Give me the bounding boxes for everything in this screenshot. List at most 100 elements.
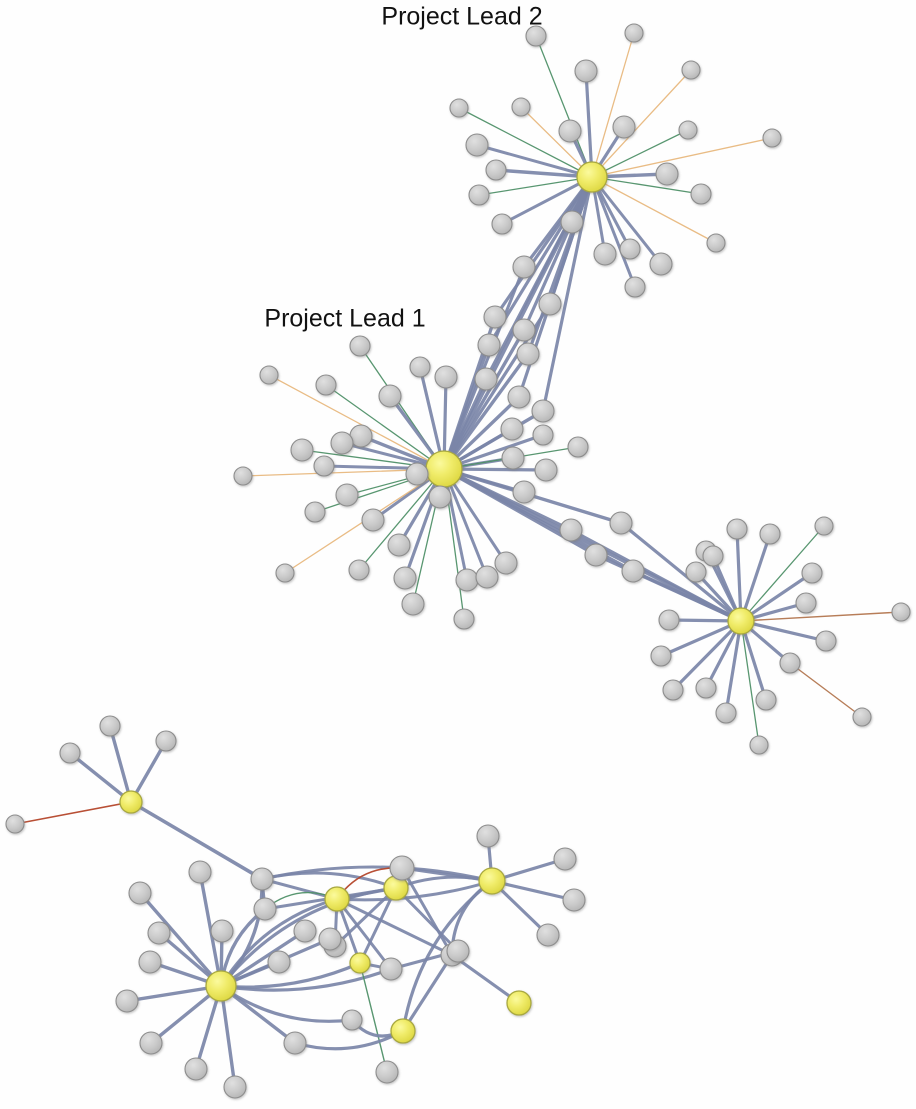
graph-leaf-node[interactable] <box>649 252 673 276</box>
graph-leaf-node[interactable] <box>501 446 525 470</box>
graph-leaf-node[interactable] <box>759 523 781 545</box>
graph-leaf-node[interactable] <box>401 592 425 616</box>
graph-leaf-node[interactable] <box>59 742 81 764</box>
graph-leaf-node[interactable] <box>293 919 317 943</box>
graph-leaf-node[interactable] <box>259 365 279 385</box>
graph-leaf-node[interactable] <box>476 824 500 848</box>
graph-leaf-node[interactable] <box>428 485 452 509</box>
graph-leaf-node[interactable] <box>491 213 513 235</box>
graph-leaf-node[interactable] <box>584 543 608 567</box>
graph-leaf-node[interactable] <box>852 707 872 727</box>
graph-leaf-node[interactable] <box>253 897 277 921</box>
graph-leaf-node[interactable] <box>405 462 429 486</box>
graph-leaf-node[interactable] <box>335 483 359 507</box>
graph-leaf-node[interactable] <box>685 561 707 583</box>
graph-hub-node[interactable] <box>425 450 463 488</box>
graph-leaf-node[interactable] <box>655 162 679 186</box>
graph-leaf-node[interactable] <box>593 242 617 266</box>
graph-leaf-node[interactable] <box>434 365 458 389</box>
graph-leaf-node[interactable] <box>455 568 479 592</box>
graph-leaf-node[interactable] <box>650 645 672 667</box>
graph-leaf-node[interactable] <box>313 455 335 477</box>
graph-leaf-node[interactable] <box>341 1009 363 1031</box>
graph-leaf-node[interactable] <box>449 98 469 118</box>
graph-leaf-node[interactable] <box>387 533 411 557</box>
graph-leaf-node[interactable] <box>315 374 337 396</box>
graph-leaf-node[interactable] <box>5 814 25 834</box>
graph-leaf-node[interactable] <box>318 927 342 951</box>
graph-leaf-node[interactable] <box>762 128 782 148</box>
graph-leaf-node[interactable] <box>233 466 253 486</box>
graph-leaf-node[interactable] <box>250 867 274 891</box>
graph-leaf-node[interactable] <box>184 1057 208 1081</box>
graph-leaf-node[interactable] <box>609 511 633 535</box>
graph-leaf-node[interactable] <box>706 233 726 253</box>
graph-leaf-node[interactable] <box>534 458 558 482</box>
graph-leaf-node[interactable] <box>815 630 837 652</box>
graph-hub-node[interactable] <box>390 1018 416 1044</box>
graph-leaf-node[interactable] <box>475 565 499 589</box>
graph-leaf-node[interactable] <box>715 702 737 724</box>
graph-leaf-node[interactable] <box>507 385 531 409</box>
graph-leaf-node[interactable] <box>453 608 475 630</box>
graph-leaf-node[interactable] <box>558 119 582 143</box>
graph-leaf-node[interactable] <box>290 438 314 462</box>
graph-leaf-node[interactable] <box>619 238 641 260</box>
graph-leaf-node[interactable] <box>726 518 748 540</box>
graph-leaf-node[interactable] <box>695 677 717 699</box>
graph-leaf-node[interactable] <box>115 989 139 1013</box>
graph-leaf-node[interactable] <box>223 1075 247 1099</box>
graph-leaf-node[interactable] <box>393 566 417 590</box>
graph-leaf-node[interactable] <box>349 335 371 357</box>
graph-leaf-node[interactable] <box>681 60 701 80</box>
graph-leaf-node[interactable] <box>446 939 470 963</box>
graph-leaf-node[interactable] <box>536 923 560 947</box>
graph-leaf-node[interactable] <box>474 367 498 391</box>
graph-leaf-node[interactable] <box>210 919 234 943</box>
graph-leaf-node[interactable] <box>465 133 489 157</box>
graph-leaf-node[interactable] <box>275 563 295 583</box>
graph-leaf-node[interactable] <box>814 516 834 536</box>
graph-leaf-node[interactable] <box>378 384 402 408</box>
graph-leaf-node[interactable] <box>624 276 646 298</box>
graph-leaf-node[interactable] <box>702 545 724 567</box>
graph-leaf-node[interactable] <box>483 305 507 329</box>
graph-leaf-node[interactable] <box>494 551 518 575</box>
graph-leaf-node[interactable] <box>361 508 385 532</box>
graph-leaf-node[interactable] <box>612 115 636 139</box>
graph-leaf-node[interactable] <box>795 592 817 614</box>
graph-leaf-node[interactable] <box>512 318 536 342</box>
graph-leaf-node[interactable] <box>516 342 540 366</box>
graph-leaf-node[interactable] <box>511 97 531 117</box>
graph-hub-node[interactable] <box>324 886 350 912</box>
graph-hub-node[interactable] <box>205 970 237 1002</box>
graph-leaf-node[interactable] <box>574 59 598 83</box>
graph-hub-node[interactable] <box>119 790 143 814</box>
graph-leaf-node[interactable] <box>99 715 121 737</box>
graph-leaf-node[interactable] <box>538 292 562 316</box>
graph-leaf-node[interactable] <box>128 881 152 905</box>
graph-leaf-node[interactable] <box>678 120 698 140</box>
graph-leaf-node[interactable] <box>409 356 431 378</box>
graph-leaf-node[interactable] <box>485 159 507 181</box>
graph-leaf-node[interactable] <box>267 950 291 974</box>
graph-leaf-node[interactable] <box>147 921 171 945</box>
graph-leaf-node[interactable] <box>500 417 524 441</box>
graph-leaf-node[interactable] <box>512 480 536 504</box>
graph-hub-node[interactable] <box>506 990 532 1016</box>
graph-leaf-node[interactable] <box>624 23 644 43</box>
graph-leaf-node[interactable] <box>531 399 555 423</box>
graph-leaf-node[interactable] <box>621 559 645 583</box>
graph-leaf-node[interactable] <box>567 436 589 458</box>
graph-leaf-node[interactable] <box>138 950 162 974</box>
graph-leaf-node[interactable] <box>755 689 777 711</box>
graph-leaf-node[interactable] <box>375 1060 399 1084</box>
graph-hub-node[interactable] <box>727 607 755 635</box>
graph-leaf-node[interactable] <box>690 183 712 205</box>
graph-leaf-node[interactable] <box>553 847 577 871</box>
graph-leaf-node[interactable] <box>559 518 583 542</box>
graph-leaf-node[interactable] <box>304 501 326 523</box>
graph-leaf-node[interactable] <box>562 888 586 912</box>
graph-leaf-node[interactable] <box>379 957 403 981</box>
graph-leaf-node[interactable] <box>188 860 212 884</box>
